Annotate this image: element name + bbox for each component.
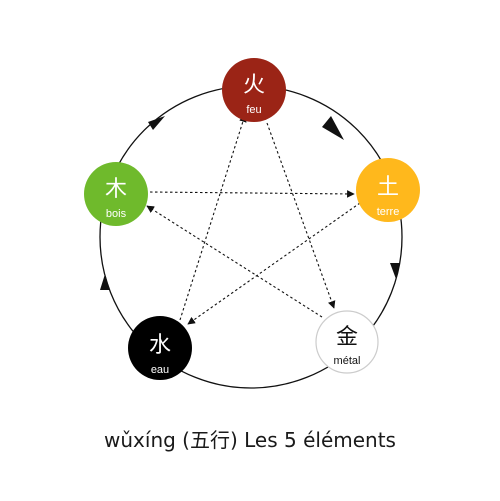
control-line-metal-bois: [146, 205, 323, 318]
char-terre: 土: [377, 175, 399, 200]
diagram-caption: wǔxíng (五行) Les 5 éléments: [104, 428, 396, 452]
cycle-arrow-eau-bois: [100, 274, 110, 290]
node-metal: 金 métal: [315, 310, 379, 374]
node-bois: 木 bois: [84, 162, 148, 226]
control-line-bois-terre: [149, 190, 355, 198]
label-feu: feu: [246, 104, 261, 116]
controlling-cycle: [146, 114, 361, 325]
cycle-arrow-feu-terre: [322, 116, 344, 140]
char-feu: 火: [243, 73, 265, 98]
control-line-terre-eau: [187, 202, 361, 325]
label-metal: métal: [334, 355, 361, 367]
cycle-arrow-bois-feu: [148, 116, 165, 130]
node-eau: 水 eau: [128, 316, 192, 380]
label-bois: bois: [106, 208, 127, 220]
char-eau: 水: [149, 333, 171, 358]
node-feu: 火 feu: [222, 58, 286, 122]
label-eau: eau: [151, 364, 169, 376]
node-terre: 土 terre: [356, 158, 420, 222]
char-bois: 木: [105, 177, 127, 202]
label-terre: terre: [377, 206, 400, 218]
control-line-feu-metal: [266, 122, 336, 309]
cycle-arrow-terre-metal: [390, 263, 400, 279]
char-metal: 金: [336, 325, 358, 350]
control-line-eau-feu: [179, 114, 247, 321]
